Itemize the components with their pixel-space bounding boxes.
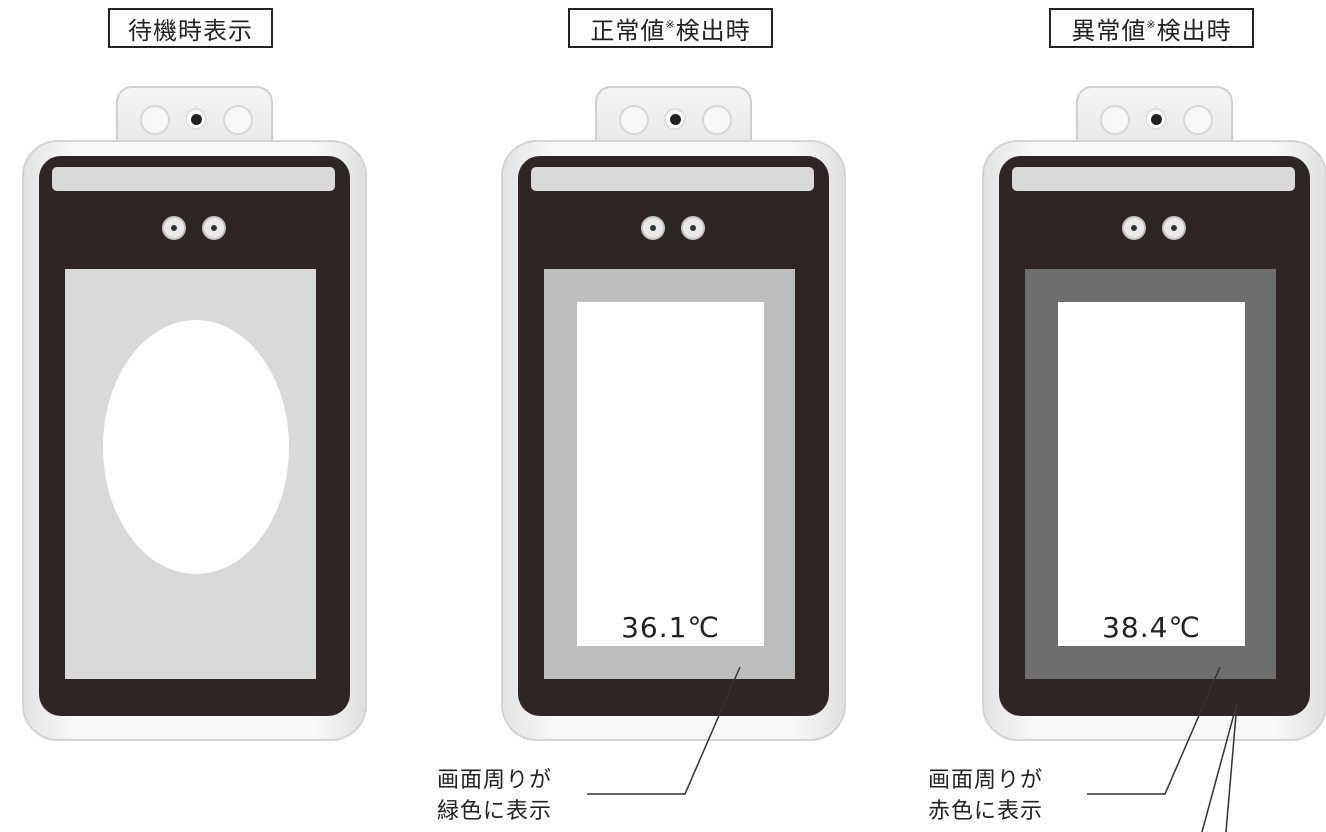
abnormal-caption-line2: 赤色に表示 [928,799,1044,824]
light-bar [531,167,814,191]
abnormal-label-mark: ※ [1146,17,1157,31]
abnormal-label-rest: 検出時 [1156,16,1232,45]
light-bar [52,167,335,191]
normal-screen-frame: 36.1℃ [544,269,795,679]
normal-caption-line2: 緑色に表示 [437,799,553,824]
normal-label-mark: ※ [665,17,676,31]
sensor-left-icon [1122,216,1146,240]
camera-ring-right [702,105,732,135]
camera-lens-icon [1145,108,1167,130]
bottom-leader-line-a [1201,702,1238,832]
camera-ring-left [140,105,170,135]
device-standby [22,86,367,741]
normal-label: 正常値※検出時 [568,8,773,48]
normal-temperature: 36.1℃ [621,611,720,644]
abnormal-label: 異常値※検出時 [1049,8,1254,48]
standby-label-text: 待機時表示 [128,16,253,45]
sensor-left-icon [641,216,665,240]
abnormal-caption: 画面周りが 赤色に表示 [928,765,1043,827]
normal-caption: 画面周りが 緑色に表示 [437,765,552,827]
normal-label-text: 正常値 [590,16,666,45]
abnormal-screen-display: 38.4℃ [1058,302,1245,646]
abnormal-temperature: 38.4℃ [1102,611,1201,644]
camera-ring-left [1100,105,1130,135]
abnormal-caption-line1: 画面周りが [928,768,1044,793]
camera-lens-icon [664,108,686,130]
standby-screen [65,269,316,679]
sensor-right-icon [202,216,226,240]
bottom-leader-line-b [1225,702,1238,832]
abnormal-label-text: 異常値 [1071,16,1147,45]
light-bar [1012,167,1295,191]
abnormal-leader-line [1087,666,1221,795]
device-normal: 36.1℃ [501,86,846,741]
normal-screen-display: 36.1℃ [577,302,764,646]
camera-ring-left [619,105,649,135]
abnormal-screen-frame: 38.4℃ [1025,269,1276,679]
sensor-right-icon [681,216,705,240]
face-guide-oval [103,320,289,574]
camera-ring-right [1183,105,1213,135]
sensor-right-icon [1162,216,1186,240]
normal-caption-line1: 画面周りが [437,768,553,793]
standby-label: 待機時表示 [108,8,273,48]
normal-leader-line [587,666,741,795]
camera-ring-right [223,105,253,135]
normal-label-rest: 検出時 [675,16,751,45]
camera-lens-icon [185,108,207,130]
sensor-left-icon [162,216,186,240]
device-abnormal: 38.4℃ [982,86,1326,741]
